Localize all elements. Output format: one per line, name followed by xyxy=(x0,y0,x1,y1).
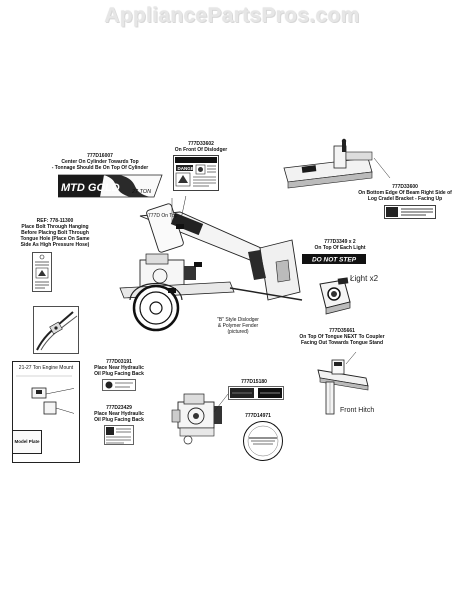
log-splitter-illustration xyxy=(119,196,303,332)
part-number-label4: 777D14971 xyxy=(245,413,271,419)
style-dislodger-caption: "B" Style Dislodger & Polymer Fender (pi… xyxy=(188,317,288,335)
callout-tongue-text2: Facing Out Towards Tongue Stand xyxy=(300,340,384,346)
tonnage-text: 27 TON xyxy=(131,189,151,195)
style-dislodger-line1: "B" Style Dislodger xyxy=(217,317,259,323)
do-not-step-decal: DO NOT STEP xyxy=(302,254,366,264)
part-number-light: 777D3349 x 2 xyxy=(324,239,356,245)
style-dislodger-line2: & Polymer Fender xyxy=(217,323,259,329)
model-plate: Model Plate xyxy=(12,430,42,454)
callout-hydraulic1-text2: Oil Plug Facing Back xyxy=(94,371,144,377)
light-x2-label: Light x2 xyxy=(350,274,379,283)
callout-ref: REF: 778-11300 Place Bolt Through Hangin… xyxy=(6,218,104,248)
part-number-beam: 777D33600 xyxy=(392,184,418,190)
callout-mtd: 777D16007 Center On Cylinder Towards Top… xyxy=(40,153,160,171)
top-tag-label: 777D On Top xyxy=(148,213,178,219)
callout-dislodger: 777D33602 On Front Of Dislodger xyxy=(156,141,246,153)
callout-beam: 777D33600 On Bottom Edge Of Beam Right S… xyxy=(346,184,464,202)
callout-label4: 777D14971 xyxy=(238,413,278,419)
beam-decal xyxy=(384,205,436,219)
part-number-mtd: 777D16007 xyxy=(87,153,113,159)
engine-illustration xyxy=(171,393,229,445)
part-number-label3: 777D15180 xyxy=(241,379,267,385)
callout-tongue: 777D35661 On Top Of Tongue NEXT To Coupl… xyxy=(282,328,402,346)
callout-hydraulic1-text1: Place Near Hydraulic xyxy=(94,365,144,371)
hydraulic-decal-2 xyxy=(104,425,134,445)
danger-text: DANGER xyxy=(178,166,198,171)
part-number-hydraulic2: 777D23429 xyxy=(106,405,132,411)
callout-hydraulic2-text2: Oil Plug Facing Back xyxy=(94,417,144,423)
callout-dislodger-text1: On Front Of Dislodger xyxy=(174,147,228,153)
callout-hydraulic1: 777D03191 Place Near Hydraulic Oil Plug … xyxy=(84,359,154,377)
front-hitch-label: Front Hitch xyxy=(340,407,375,414)
callout-ref-text3: Tongue Hole (Place On Same xyxy=(20,236,90,242)
callout-light-text1: On Top Of Each Light xyxy=(314,245,366,251)
mtd-decal: MTD GOLD 27 TON xyxy=(58,174,163,198)
part-number-hydraulic1: 777D03191 xyxy=(106,359,132,365)
mtd-brand-text: MTD GOLD xyxy=(61,182,120,194)
callout-hydraulic2: 777D23429 Place Near Hydraulic Oil Plug … xyxy=(84,405,154,423)
callout-mtd-text1: Center On Cylinder Towards Top xyxy=(61,159,139,165)
hydraulic-decal-1 xyxy=(102,379,136,391)
callout-hydraulic2-text1: Place Near Hydraulic xyxy=(94,411,144,417)
callout-light: 777D3349 x 2 On Top Of Each Light xyxy=(300,239,380,251)
callout-beam-text2: Log Cradel Bracket - Facing Up xyxy=(367,196,443,202)
callout-label3: 777D15180 xyxy=(234,379,274,385)
callout-ref-text1: Place Bolt Through Hanging xyxy=(21,224,89,230)
front-hitch-illustration xyxy=(317,352,369,415)
part-number-dislodger: 777D33602 xyxy=(188,141,214,147)
callout-tongue-text1: On Top Of Tongue NEXT To Coupler xyxy=(299,334,385,340)
beam-detail-illustration xyxy=(283,138,391,189)
hose-detail-illustration xyxy=(33,306,79,354)
callout-mtd-text2: - Tonnage Should Be On Top Of Cylinder xyxy=(51,165,149,171)
danger-decal: DANGER xyxy=(173,155,219,191)
engine-mount-illustration xyxy=(16,375,74,415)
callout-beam-text1: On Bottom Edge Of Beam Right Side of xyxy=(358,190,452,196)
callout-ref-text4: Side As High Pressure Hose) xyxy=(20,242,90,248)
part-number-tongue: 777D35661 xyxy=(329,328,355,334)
hanging-tag-decal xyxy=(32,252,52,292)
round-emblem-decal xyxy=(243,421,283,461)
style-dislodger-line3: (pictured) xyxy=(227,329,249,335)
do-not-step-text: DO NOT STEP xyxy=(312,256,357,263)
engine-mount-title: 21-27 Ton Engine Mount xyxy=(18,365,74,371)
engine-brand-decal xyxy=(228,386,284,400)
light-illustration xyxy=(319,276,355,315)
callout-ref-text2: Before Placing Bolt Through xyxy=(21,230,89,236)
watermark: AppliancePartsPros.com xyxy=(104,4,360,27)
part-number-ref: REF: 778-11300 xyxy=(36,218,74,224)
